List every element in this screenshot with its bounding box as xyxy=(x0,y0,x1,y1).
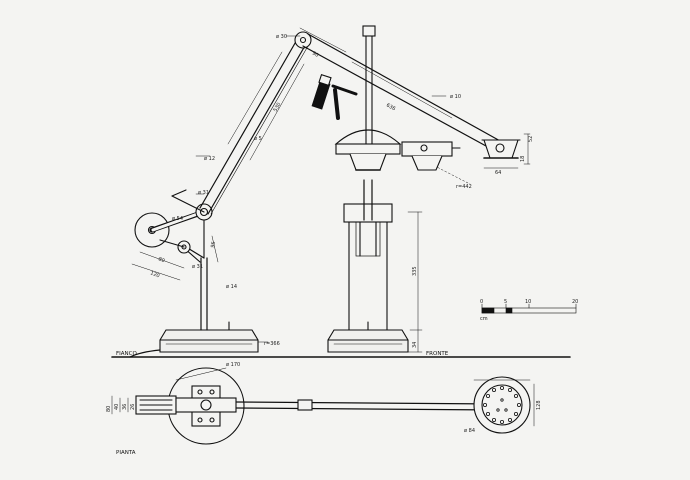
dim-lower-len: 95 xyxy=(210,241,217,248)
dim-head-rim: 18 xyxy=(520,156,526,162)
label-fianco: FIANCO xyxy=(116,351,138,357)
front-head xyxy=(334,129,402,145)
column-housing xyxy=(343,203,393,223)
dim-short-link: 80 xyxy=(157,256,165,264)
dim-plan-w3: 36 xyxy=(122,404,128,410)
dim-swing: r=442 xyxy=(456,184,472,190)
scale-tick-10: 10 xyxy=(525,299,531,305)
scale-tick-5: 5 xyxy=(504,299,507,305)
dim-counterweight: ø 54 xyxy=(172,216,183,222)
dim-plan-w2: 40 xyxy=(114,404,120,410)
label-fronte: FRONTE xyxy=(426,351,449,357)
dim-plan-base: ø 170 xyxy=(226,362,240,368)
scale-tick-0: 0 xyxy=(480,299,483,305)
dim-head-height: 52 xyxy=(528,136,534,142)
dim-short-link-2: 120 xyxy=(149,270,160,279)
dim-head-width: 64 xyxy=(495,170,501,176)
dim-plan-w1: 80 xyxy=(106,406,112,412)
scale-tick-20: 20 xyxy=(572,299,578,305)
dim-arm-pivot: ø 30 xyxy=(276,34,287,40)
dim-arm-rod: ø 12 xyxy=(204,156,215,162)
dim-plan-head-w: 128 xyxy=(536,400,542,410)
view-labels: FIANCO FRONTE PIANTA xyxy=(116,351,449,456)
front-view xyxy=(327,25,461,353)
dim-plan-w4: 26 xyxy=(130,404,136,410)
label-pianta: PIANTA xyxy=(116,450,136,456)
plan-dimensions xyxy=(111,367,535,427)
front-dimensions xyxy=(407,211,423,353)
dim-base-reach: r=366 xyxy=(264,341,280,347)
front-base xyxy=(327,329,409,353)
dimension-labels: ø 30 90 ø 10 636 ø 12 530 ø 5 ø 31 ø 54 … xyxy=(106,34,542,434)
dim-column-height: 335 xyxy=(412,266,418,276)
dim-lower-joint: ø 31 xyxy=(192,264,203,270)
dim-joint: ø 31 xyxy=(198,190,209,196)
scale-unit: cm xyxy=(480,316,488,322)
dim-stem: ø 14 xyxy=(226,284,237,290)
scale-bar xyxy=(481,303,577,314)
dim-base-height: 34 xyxy=(412,342,418,348)
dim-arm-upper: 90 xyxy=(311,50,319,58)
dim-arm-rod-small: ø 5 xyxy=(254,136,262,142)
dim-plan-head: ø 84 xyxy=(464,428,475,434)
dim-arm-rod-len: 530 xyxy=(273,102,283,113)
side-view xyxy=(129,31,521,358)
middle-head xyxy=(401,141,461,171)
side-base xyxy=(159,329,259,353)
plan-view xyxy=(135,367,531,445)
scale-labels: 0 5 10 20 cm xyxy=(480,299,578,322)
dim-arm-long: 636 xyxy=(385,102,396,112)
dim-arm-tip: ø 10 xyxy=(450,94,461,100)
clamp-handle xyxy=(311,73,358,120)
